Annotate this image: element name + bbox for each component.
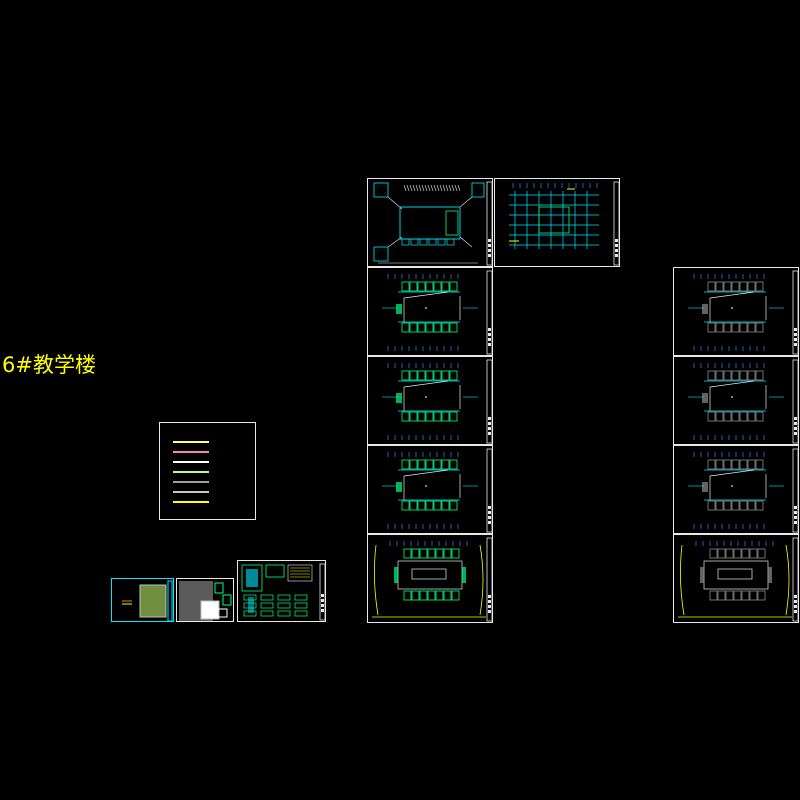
legend-line-7 xyxy=(173,501,209,503)
roof-plan-sheet-2[interactable] xyxy=(673,534,799,623)
legend-line-3 xyxy=(173,461,209,463)
floor-plan-6-drawing xyxy=(688,448,799,533)
floor-plan-sheet-4[interactable] xyxy=(673,267,799,356)
legend-line-4 xyxy=(173,471,209,473)
roof-plan-2-drawing xyxy=(678,537,799,622)
foundation-plan-drawing xyxy=(509,181,620,266)
floor-plan-sheet-2[interactable] xyxy=(367,356,493,445)
floor-plan-5-drawing xyxy=(688,359,799,444)
legend-line-5 xyxy=(173,481,209,483)
roof-plan-sheet-1[interactable] xyxy=(367,534,493,623)
floor-plan-2-drawing xyxy=(382,359,493,444)
foundation-plan-sheet[interactable] xyxy=(494,178,620,267)
detail-sheet[interactable] xyxy=(237,560,326,622)
floor-plan-sheet-5[interactable] xyxy=(673,356,799,445)
legend-line-2 xyxy=(173,451,209,453)
site-plan-sheet[interactable] xyxy=(367,178,493,267)
legend-line-6 xyxy=(173,491,209,493)
roof-plan-1-drawing xyxy=(372,537,493,622)
detail-sheet-drawing xyxy=(241,563,326,621)
floor-plan-3-drawing xyxy=(382,448,493,533)
site-plan-drawing xyxy=(373,181,493,266)
notes-sheet[interactable] xyxy=(176,578,234,622)
floor-plan-4-drawing xyxy=(688,270,799,355)
cover-sheet[interactable] xyxy=(111,578,174,622)
floor-plan-sheet-6[interactable] xyxy=(673,445,799,534)
legend-line-1 xyxy=(173,441,209,443)
notes-sheet-drawing xyxy=(179,581,232,621)
drawing-title: 6#教学楼 xyxy=(2,353,96,377)
floor-plan-1-drawing xyxy=(382,270,493,355)
cover-sheet-drawing xyxy=(122,580,173,622)
floor-plan-sheet-1[interactable] xyxy=(367,267,493,356)
floor-plan-sheet-3[interactable] xyxy=(367,445,493,534)
legend-sheet[interactable] xyxy=(159,422,256,520)
